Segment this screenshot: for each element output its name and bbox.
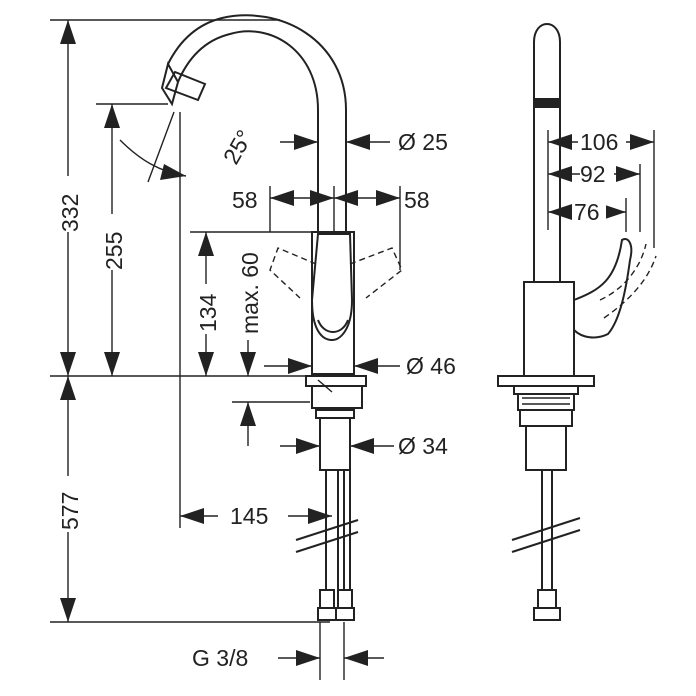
label-shank-diameter: Ø 34 <box>398 433 448 459</box>
spout-outline <box>177 30 319 232</box>
label-lower-length: 577 <box>57 492 83 530</box>
spout-inner-outline <box>167 14 347 232</box>
label-body-diameter: Ø 46 <box>406 353 456 379</box>
base-plate <box>305 375 367 387</box>
dimension-labels: 332 255 577 134 max. 60 25° Ø 25 58 58 Ø… <box>54 125 626 671</box>
aerator <box>160 61 180 107</box>
side-handle <box>573 238 633 339</box>
side-view <box>497 23 657 621</box>
label-handle-height: 134 <box>195 293 221 332</box>
side-spout <box>533 23 561 282</box>
side-body <box>523 281 575 377</box>
label-spout-diameter: Ø 25 <box>398 129 448 155</box>
label-max-opening: max. 60 <box>237 252 263 334</box>
label-spout-height: 255 <box>101 232 127 270</box>
front-view <box>160 14 403 621</box>
hose-connector-left <box>319 589 335 609</box>
handle <box>310 233 354 342</box>
label-swivel-angle: 25° <box>218 125 258 168</box>
label-handle-swing-right: 58 <box>404 187 430 213</box>
handle-swing-right <box>349 247 403 299</box>
label-side-depth-1: 106 <box>580 129 618 155</box>
side-dimensions <box>547 130 655 248</box>
shank <box>315 409 355 419</box>
faucet-body <box>311 231 355 375</box>
label-connection-thread: G 3/8 <box>192 645 248 671</box>
label-total-height: 332 <box>57 194 83 232</box>
label-projection: 145 <box>230 503 268 529</box>
label-side-depth-2: 92 <box>580 161 606 187</box>
label-handle-swing-left: 58 <box>232 187 258 213</box>
label-side-depth-3: 76 <box>574 199 600 225</box>
front-dimensions <box>50 19 401 680</box>
hose-connector-right <box>337 589 353 609</box>
handle-swing-left <box>269 247 317 299</box>
